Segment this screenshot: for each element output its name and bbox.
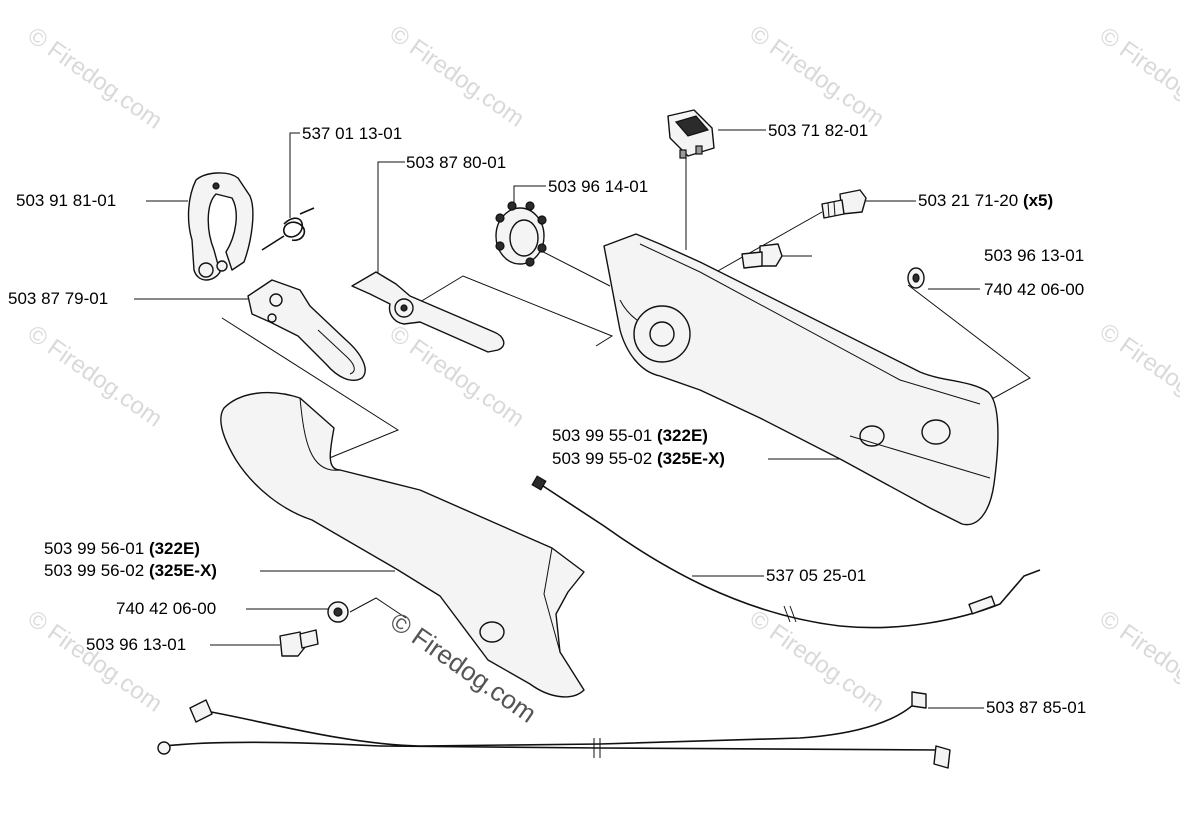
model: (322E) <box>656 426 708 445</box>
part-number: 503 99 55-02 <box>552 449 653 468</box>
part-number: 503 99 56-01 <box>44 539 145 558</box>
throttle-lever-part <box>351 271 505 353</box>
stop-switch-part <box>667 109 715 159</box>
label-503-91-81-01: 503 91 81-01 <box>16 191 117 210</box>
part-number: 503 99 55-01 <box>552 426 653 445</box>
rubber-ring-part <box>495 201 547 267</box>
handle-right-half-part <box>603 233 999 526</box>
label-503-96-13-01-bottom: 503 96 13-01 <box>86 635 187 654</box>
label-503-96-13-01-top: 503 96 13-01 <box>984 246 1085 265</box>
label-740-42-06-00-bottom: 740 42 06-00 <box>116 599 217 618</box>
screw-bottom-part <box>279 629 319 657</box>
part-number: 503 99 56-02 <box>44 561 145 580</box>
label-503-71-82-01: 503 71 82-01 <box>768 121 869 140</box>
model: (325E-X) <box>148 561 217 580</box>
ignition-cable-part <box>157 691 951 769</box>
quantity: (x5) <box>1022 191 1054 210</box>
label-503-99-55-02: 503 99 55-02 (325E-X) <box>552 449 725 469</box>
spring-part <box>261 207 315 251</box>
part-number: 503 21 71-20 <box>918 191 1019 210</box>
clamp-bracket-part <box>187 172 254 281</box>
label-503-99-56-02: 503 99 56-02 (325E-X) <box>44 561 217 581</box>
handle-left-half-part <box>220 391 585 698</box>
model: (325E-X) <box>656 449 725 468</box>
leader-lines <box>134 129 1031 709</box>
throttle-cable-part <box>531 475 1041 629</box>
screw-top-part <box>741 243 783 269</box>
screw-part <box>821 189 867 219</box>
label-503-99-55-01: 503 99 55-01 (322E) <box>552 426 708 446</box>
label-537-01-13-01: 537 01 13-01 <box>302 124 403 143</box>
label-503-21-71-20: 503 21 71-20 (x5) <box>918 191 1053 211</box>
washer-bottom-part <box>327 601 349 623</box>
label-503-87-80-01: 503 87 80-01 <box>406 153 507 172</box>
model: (322E) <box>148 539 200 558</box>
label-740-42-06-00-top: 740 42 06-00 <box>984 280 1085 299</box>
label-503-87-85-01: 503 87 85-01 <box>986 698 1087 717</box>
label-503-87-79-01: 503 87 79-01 <box>8 289 109 308</box>
label-503-96-14-01: 503 96 14-01 <box>548 177 649 196</box>
washer-top-part <box>907 267 925 289</box>
throttle-trigger-part <box>247 279 366 382</box>
label-537-05-25-01: 537 05 25-01 <box>766 566 867 585</box>
label-503-99-56-01: 503 99 56-01 (322E) <box>44 539 200 559</box>
